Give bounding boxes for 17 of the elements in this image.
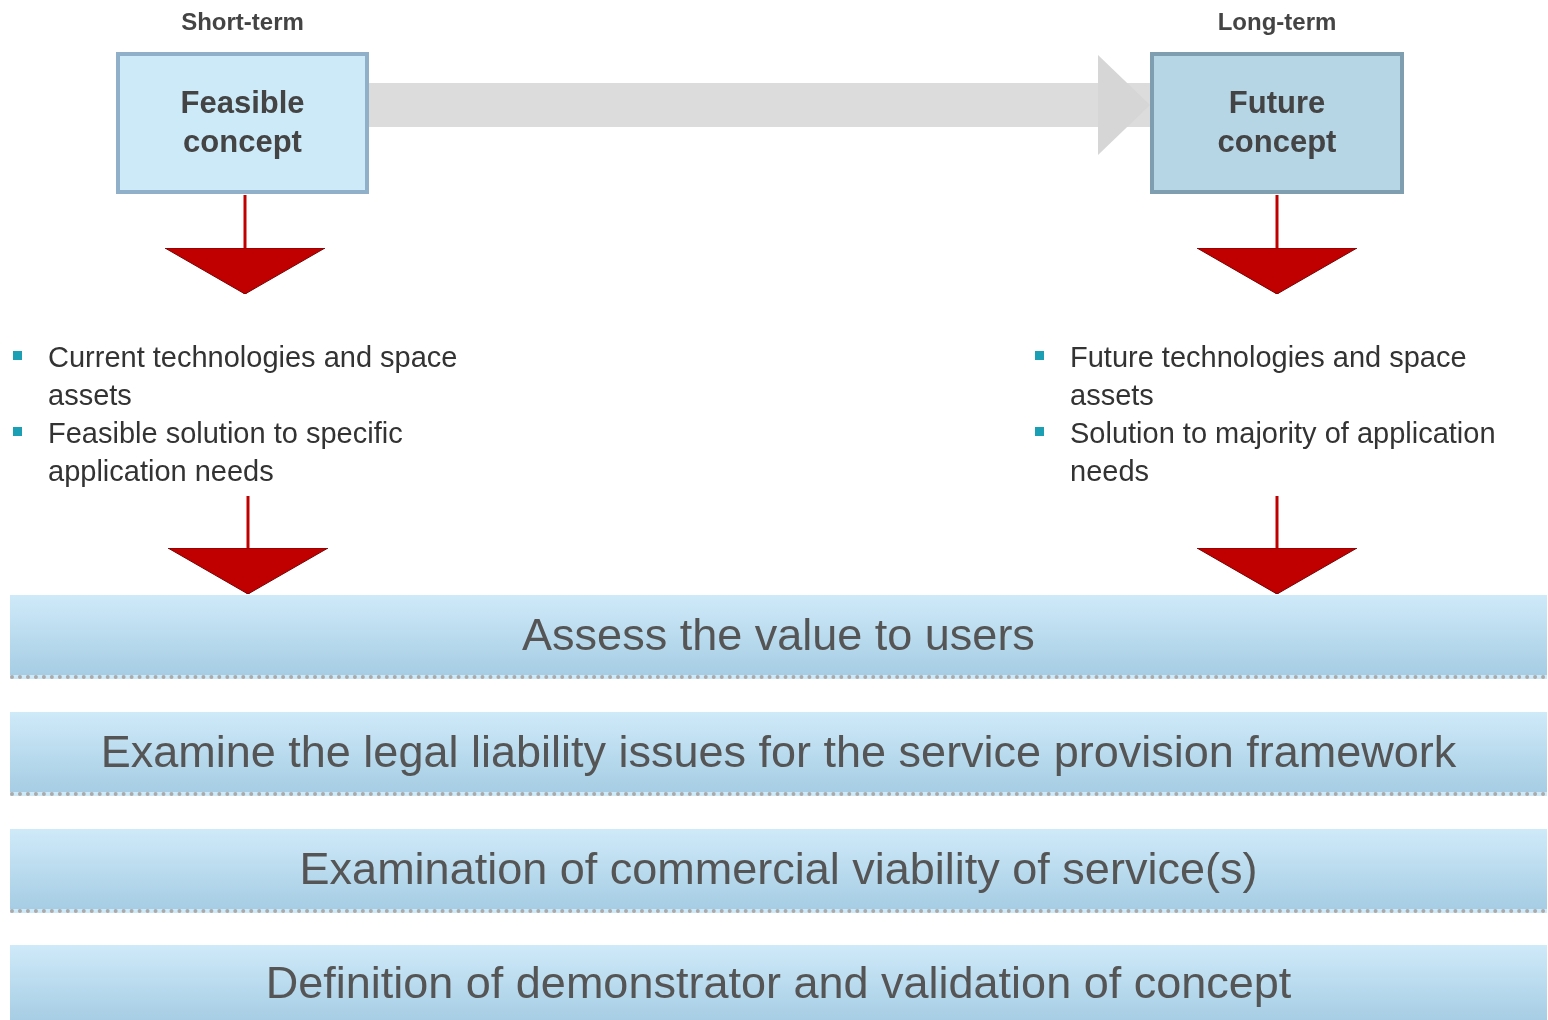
bullet-item: Current technologies and space assets	[10, 338, 520, 414]
bullet-item: Future technologies and space assets	[1032, 338, 1546, 414]
bullet-item: Solution to majority of application needs	[1032, 414, 1546, 490]
step-band: Assess the value to users	[10, 595, 1547, 679]
arrow	[1196, 496, 1358, 595]
concept-box: Feasible concept	[116, 52, 369, 194]
arrow	[1196, 195, 1358, 295]
step-band: Examine the legal liability issues for the service provision framework	[10, 712, 1547, 796]
arrow	[164, 195, 326, 295]
step-band: Definition of demonstrator and validation of concept	[10, 945, 1547, 1020]
bullet-item: Feasible solution to specific application needs	[10, 414, 520, 490]
heading: Long-term	[1216, 8, 1338, 36]
heading: Short-term	[180, 8, 305, 36]
arrow	[167, 496, 329, 595]
concept-box: Future concept	[1150, 52, 1404, 194]
step-band: Examination of commercial viability of service(s)	[10, 829, 1547, 913]
arrow	[369, 55, 1150, 155]
